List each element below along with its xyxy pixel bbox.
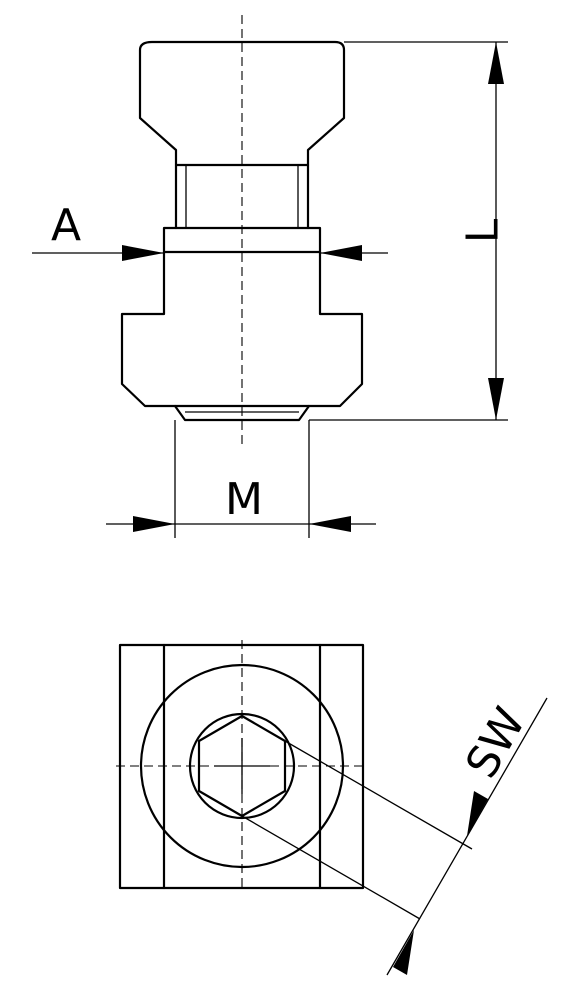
L-arrow-bottom xyxy=(488,378,504,420)
SW-arrow-2 xyxy=(393,930,414,975)
side-view: L A M xyxy=(32,15,509,538)
A-arrow-right xyxy=(320,245,362,261)
A-arrow-left xyxy=(122,245,164,261)
SW-extension-2 xyxy=(241,815,421,920)
SW-extension-1 xyxy=(284,740,473,850)
thread-stub xyxy=(173,404,311,422)
SW-dimension-line xyxy=(386,697,548,976)
L-label: L xyxy=(458,218,509,243)
top-view: SW xyxy=(116,640,548,976)
SW-label: SW xyxy=(456,699,536,786)
A-label: A xyxy=(51,200,81,251)
M-arrow-left xyxy=(133,516,175,532)
M-arrow-right xyxy=(309,516,351,532)
bolt-neck xyxy=(174,163,310,230)
collar xyxy=(162,226,322,254)
L-arrow-top xyxy=(488,42,504,84)
SW-arrow-1 xyxy=(467,791,488,836)
t-slot-body xyxy=(120,250,364,408)
M-label: M xyxy=(225,474,263,525)
